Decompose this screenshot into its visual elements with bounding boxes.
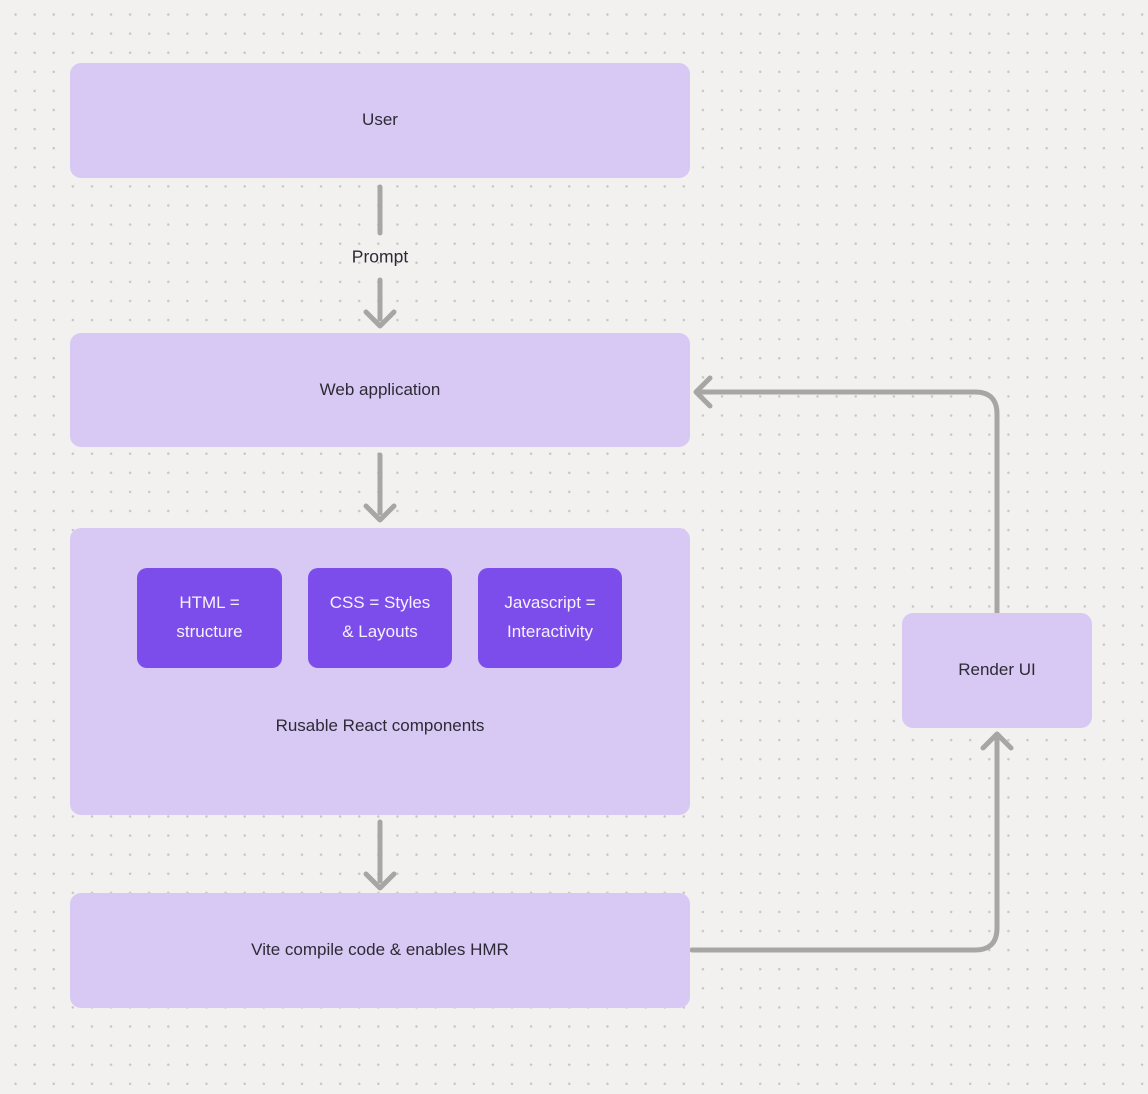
node-render-ui[interactable]: Render UI [902,613,1092,728]
edge-webapp-to-components-arrowhead-icon [363,503,397,523]
node-html[interactable]: HTML = structure [137,568,282,668]
edge-render-to-webapp-arrowhead-icon [693,375,713,409]
edge-label-prompt: Prompt [351,246,409,267]
node-css-label: CSS = Styles & Layouts [329,593,431,641]
edge-prompt-to-webapp-arrowhead-icon [363,309,397,329]
node-vite-label: Vite compile code & enables HMR [251,940,509,960]
edge-vite-to-render-arrowhead-icon [980,731,1014,751]
node-javascript[interactable]: Javascript = Interactivity [478,568,622,668]
edge-vite-to-render-line [689,736,1000,953]
node-html-label: HTML = structure [176,593,243,641]
node-web-application[interactable]: Web application [70,333,690,447]
node-render-ui-label: Render UI [958,660,1036,680]
node-web-application-label: Web application [319,379,441,399]
components-group-caption: Rusable React components [275,716,485,735]
node-vite[interactable]: Vite compile code & enables HMR [70,893,690,1008]
node-user-label: User [362,110,398,130]
edge-components-to-vite-arrowhead-icon [363,871,397,891]
node-css[interactable]: CSS = Styles & Layouts [308,568,452,668]
node-javascript-label: Javascript = Interactivity [504,593,596,641]
node-user[interactable]: User [70,63,690,178]
edge-render-to-webapp-line [698,389,1000,616]
node-components-group[interactable]: HTML = structure CSS = Styles & Layouts … [70,528,690,815]
